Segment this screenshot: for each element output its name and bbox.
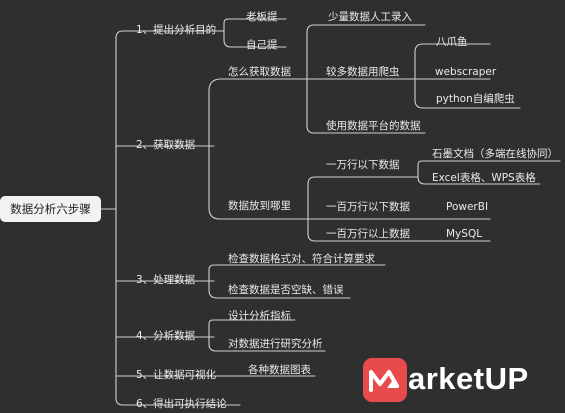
python-crawler-node[interactable]: python自编爬虫: [436, 93, 515, 105]
under-10k-rows-node[interactable]: 一万行以下数据: [326, 159, 400, 171]
bazhuayu-node[interactable]: 八爪鱼: [436, 36, 468, 48]
manual-entry-node[interactable]: 少量数据人工录入: [328, 11, 412, 23]
root-node[interactable]: 数据分析六步骤: [0, 196, 101, 222]
under-1m-rows-node[interactable]: 一百万行以下数据: [326, 201, 410, 213]
marketup-logo-icon: [363, 358, 407, 402]
boss-proposed-node[interactable]: 老板提: [246, 11, 278, 23]
step-4-node[interactable]: 4、分析数据: [136, 330, 196, 342]
over-1m-rows-node[interactable]: 一百万行以上数据: [326, 228, 410, 240]
excel-wps-node[interactable]: Excel表格、WPS表格: [432, 172, 536, 184]
self-proposed-node[interactable]: 自己提: [246, 39, 278, 51]
shimo-docs-node[interactable]: 石墨文档（多端在线协同）: [432, 148, 558, 160]
check-missing-node[interactable]: 检查数据是否空缺、错误: [228, 284, 344, 296]
mysql-node[interactable]: MySQL: [446, 228, 483, 240]
check-format-node[interactable]: 检查数据格式对、符合计算要求: [228, 253, 375, 265]
data-charts-node[interactable]: 各种数据图表: [248, 364, 311, 376]
crawler-node[interactable]: 较多数据用爬虫: [326, 66, 400, 78]
webscraper-node[interactable]: webscraper: [435, 66, 497, 78]
step-2-node[interactable]: 2、获取数据: [136, 139, 196, 151]
step-6-node[interactable]: 6、得出可执行结论: [136, 398, 227, 410]
data-platform-node[interactable]: 使用数据平台的数据: [326, 120, 421, 132]
where-to-store-data-node[interactable]: 数据放到哪里: [228, 200, 291, 212]
step-3-node[interactable]: 3、处理数据: [136, 274, 196, 286]
step-1-node[interactable]: 1、提出分析目的: [136, 24, 217, 36]
step-5-node[interactable]: 5、让数据可视化: [136, 369, 217, 381]
how-to-get-data-node[interactable]: 怎么获取数据: [228, 66, 291, 78]
design-metrics-node[interactable]: 设计分析指标: [228, 310, 291, 322]
watermark-text: arketUP: [408, 361, 529, 396]
research-analysis-node[interactable]: 对数据进行研究分析: [228, 338, 323, 350]
powerbi-node[interactable]: PowerBI: [446, 201, 489, 213]
